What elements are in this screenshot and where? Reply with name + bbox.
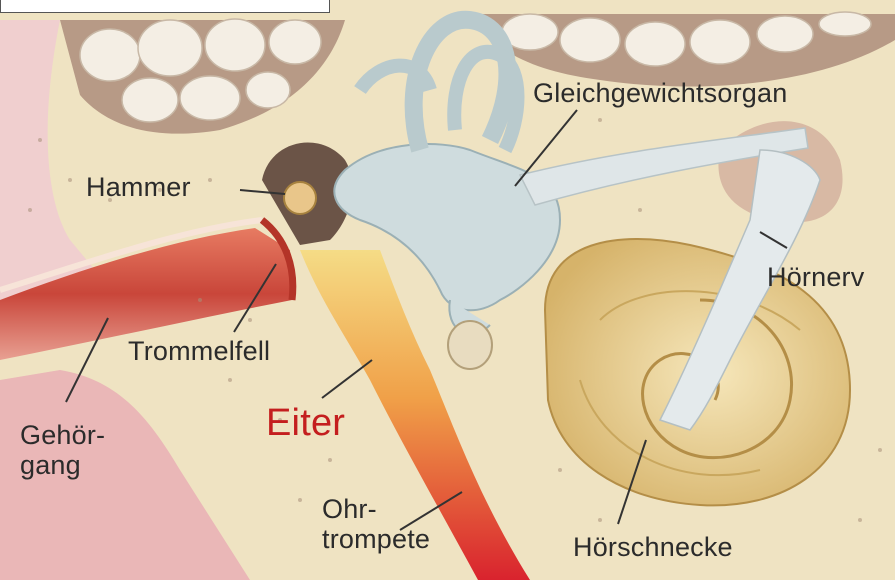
hammer-bone <box>284 182 316 214</box>
label-gleichgewichtsorgan: Gleichgewichtsorgan <box>533 78 787 108</box>
label-trommelfell: Trommelfell <box>128 336 270 366</box>
label-hoernerv: Hörnerv <box>767 262 864 292</box>
label-hammer: Hammer <box>86 172 191 202</box>
label-hoerschnecke: Hörschnecke <box>573 532 733 562</box>
oval-window <box>448 321 492 369</box>
top-frame-box <box>0 0 330 13</box>
label-ohrtrompete: Ohr- trompete <box>322 494 430 554</box>
label-gehoergang: Gehör- gang <box>20 420 105 480</box>
label-eiter: Eiter <box>266 402 345 445</box>
